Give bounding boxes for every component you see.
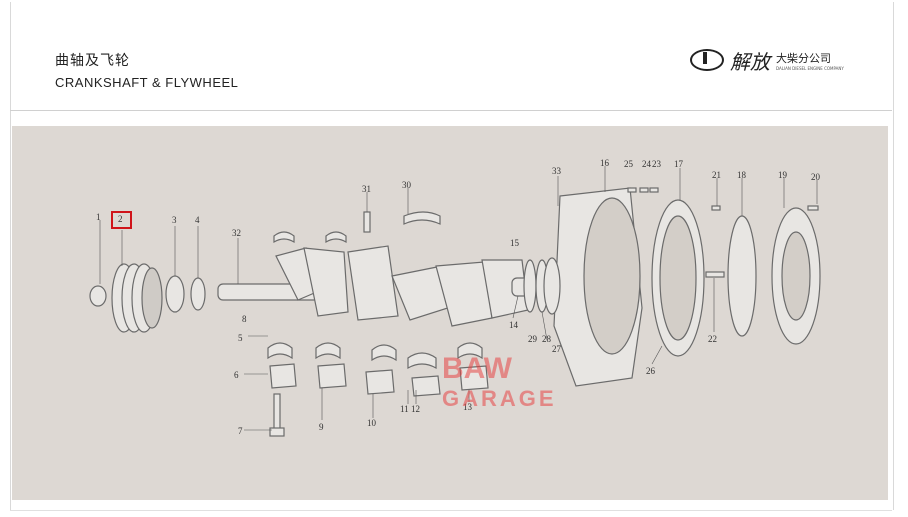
callout-23: 23 xyxy=(652,159,662,169)
parts-drawing: 1 2 3 4 32 8 5 6 7 9 10 11 12 13 30 31 1… xyxy=(89,158,821,437)
footer-divider xyxy=(10,510,892,511)
part-17-flywheel-ring-gear xyxy=(651,199,705,357)
part-23-bolt xyxy=(649,187,659,193)
callout-19: 19 xyxy=(778,170,788,180)
part-25-bolt xyxy=(627,187,637,193)
callout-1: 1 xyxy=(96,212,101,222)
part-4-ring xyxy=(190,277,206,311)
callout-31: 31 xyxy=(362,184,371,194)
logo-company: 大柴分公司 DALIAN DIESEL ENGINE COMPANY xyxy=(776,50,844,71)
callout-12: 12 xyxy=(411,404,420,414)
callout-11: 11 xyxy=(400,404,409,414)
part-2-highlight-box[interactable] xyxy=(111,211,132,229)
header-divider xyxy=(10,110,892,111)
callout-14: 14 xyxy=(509,320,519,330)
logo-company-en: DALIAN DIESEL ENGINE COMPANY xyxy=(776,65,844,71)
callout-13: 13 xyxy=(463,402,473,412)
part-16-flywheel-housing xyxy=(553,187,643,387)
page-title-chinese: 曲轴及飞轮 xyxy=(55,53,130,69)
part-19-pressure-plate xyxy=(771,207,821,345)
callout-25: 25 xyxy=(624,159,634,169)
callout-28: 28 xyxy=(542,334,552,344)
callout-15: 15 xyxy=(510,238,520,248)
callout-30: 30 xyxy=(402,180,412,190)
part-5-bearing-shell-set xyxy=(267,231,297,389)
part-9-bearing-shell-set xyxy=(315,231,347,389)
part-30-gear xyxy=(403,211,441,225)
page-title-english: CRANKSHAFT & FLYWHEEL xyxy=(55,75,239,90)
part-22-bolt xyxy=(705,271,725,278)
exploded-parts-diagram: 1 2 3 4 32 8 5 6 7 9 10 11 12 13 30 31 1… xyxy=(12,126,888,500)
part-3-gear xyxy=(165,275,185,313)
callout-21: 21 xyxy=(712,170,721,180)
callout-2: 2 xyxy=(118,214,123,224)
part-24-bolt xyxy=(639,187,649,193)
callout-22: 22 xyxy=(708,334,717,344)
callout-29: 29 xyxy=(528,334,538,344)
page-frame xyxy=(10,2,894,510)
callout-10: 10 xyxy=(367,418,377,428)
watermark-garage: GARAGE xyxy=(442,386,557,411)
callout-18: 18 xyxy=(737,170,747,180)
callout-20: 20 xyxy=(811,172,821,182)
callout-27: 27 xyxy=(552,344,562,354)
part-32-crankshaft xyxy=(217,245,553,327)
callout-32: 32 xyxy=(232,228,241,238)
part-1-bolt xyxy=(89,285,107,307)
callout-24: 24 xyxy=(642,159,652,169)
callout-9: 9 xyxy=(319,422,324,432)
logo-company-cn: 大柴分公司 xyxy=(776,51,831,65)
part-10-bearing-shell-set xyxy=(365,344,397,395)
callout-4: 4 xyxy=(195,215,200,225)
watermark-baw: BAW xyxy=(442,352,512,385)
callout-6: 6 xyxy=(234,370,239,380)
callout-26: 26 xyxy=(646,366,656,376)
part-18-clutch-disc xyxy=(727,215,757,337)
part-callouts: 1 2 3 4 32 8 5 6 7 9 10 11 12 13 30 31 1… xyxy=(96,158,821,436)
part-27-oil-seal xyxy=(543,257,561,315)
callout-5: 5 xyxy=(238,333,243,343)
callout-3: 3 xyxy=(172,215,177,225)
part-13-bearing-shell-set xyxy=(457,342,489,391)
callout-16: 16 xyxy=(600,158,610,168)
part-29-seal xyxy=(523,259,537,313)
part-31-pin xyxy=(363,211,371,233)
callout-7: 7 xyxy=(238,426,243,436)
callout-33: 33 xyxy=(552,166,562,176)
faw-logo: 解放 大柴分公司 DALIAN DIESEL ENGINE COMPANY xyxy=(690,46,844,74)
part-11-12-thrust-washers xyxy=(407,352,441,397)
logo-brand: 解放 xyxy=(730,49,770,74)
part-21-bolt xyxy=(711,205,721,211)
callout-17: 17 xyxy=(674,159,684,169)
faw-emblem-icon xyxy=(690,49,724,71)
part-2-pulley xyxy=(111,263,163,333)
part-7-bolt xyxy=(269,393,285,437)
part-20-bolt xyxy=(807,205,819,211)
callout-8: 8 xyxy=(242,314,247,324)
